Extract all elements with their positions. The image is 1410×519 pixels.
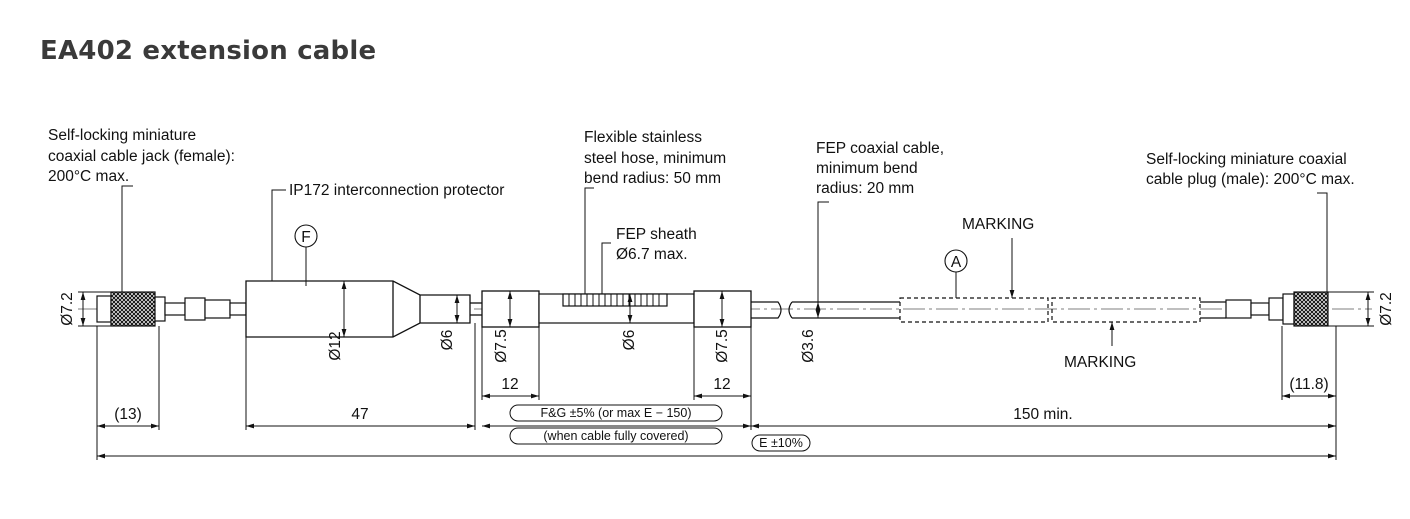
marker-a-label: A: [951, 254, 962, 271]
sheath-callout-line-2: Ø6.7 max.: [616, 246, 688, 263]
sheath-leader: [601, 242, 611, 294]
coax-leader: [817, 201, 829, 302]
sheath-callout-line-1: FEP sheath: [616, 226, 697, 243]
ferrule-left-length: 12: [501, 376, 518, 393]
protector-tail-diameter: Ø6: [439, 330, 456, 351]
interconnection-protector: [245, 280, 482, 338]
hose-callout-line-3: bend radius: 50 mm: [584, 170, 721, 187]
coax-callout-line-3: radius: 20 mm: [816, 180, 914, 197]
protector-callout: IP172 interconnection protector: [289, 182, 504, 199]
hose-length-box: [509, 404, 723, 422]
jack-leader: [121, 185, 133, 292]
total-length-box: [751, 434, 811, 452]
jack-callout-line-3: 200°C max.: [48, 168, 129, 185]
page-title: EA402 extension cable: [40, 36, 377, 66]
hose-diameter: Ø6: [621, 330, 638, 351]
total-length: E ±10%: [759, 436, 803, 450]
coax-callout-line-1: FEP coaxial cable,: [816, 140, 944, 157]
marker-f-label: F: [301, 229, 310, 246]
hose-callout-line-2: steel hose, minimum: [584, 150, 726, 167]
protector-length: 47: [351, 406, 368, 423]
cable-plug: [1225, 291, 1329, 327]
jack-callout-line-1: Self-locking miniature: [48, 127, 196, 144]
ferrule-right-diameter: Ø7.5: [714, 329, 731, 363]
cable-diameter: Ø3.6: [800, 329, 817, 363]
ferrule-right-length: 12: [713, 376, 730, 393]
coaxial-cable: [751, 297, 1226, 323]
plug-callout-line-1: Self-locking miniature coaxial: [1146, 151, 1347, 168]
hose-note: (when cable fully covered): [543, 429, 688, 443]
protector-leader: [271, 189, 286, 281]
plug-callout-line-2: cable plug (male): 200°C max.: [1146, 171, 1355, 188]
hose-length: F&G ±5% (or max E − 150): [540, 406, 691, 420]
steel-hose: [538, 293, 695, 324]
jack-callout-line-2: coaxial cable jack (female):: [48, 148, 235, 165]
coax-callout-line-2: minimum bend: [816, 160, 918, 177]
plug-diameter: Ø7.2: [1378, 292, 1395, 326]
jack-diameter: Ø7.2: [59, 292, 76, 326]
cable-jack: [96, 291, 247, 327]
ferrule-left-diameter: Ø7.5: [493, 329, 510, 363]
jack-length: (13): [114, 406, 142, 423]
plug-leader: [1317, 192, 1328, 292]
hose-callout-line-1: Flexible stainless: [584, 129, 702, 146]
marking-bottom-label: MARKING: [1064, 354, 1136, 371]
marker-f: [294, 224, 318, 248]
marking-top-label: MARKING: [962, 216, 1034, 233]
hose-note-box: [509, 427, 723, 445]
cable-length: 150 min.: [1013, 406, 1072, 423]
marker-a: [944, 249, 968, 273]
hose-leader: [584, 187, 594, 294]
plug-length: (11.8): [1289, 376, 1328, 393]
protector-diameter: Ø12: [327, 331, 344, 360]
